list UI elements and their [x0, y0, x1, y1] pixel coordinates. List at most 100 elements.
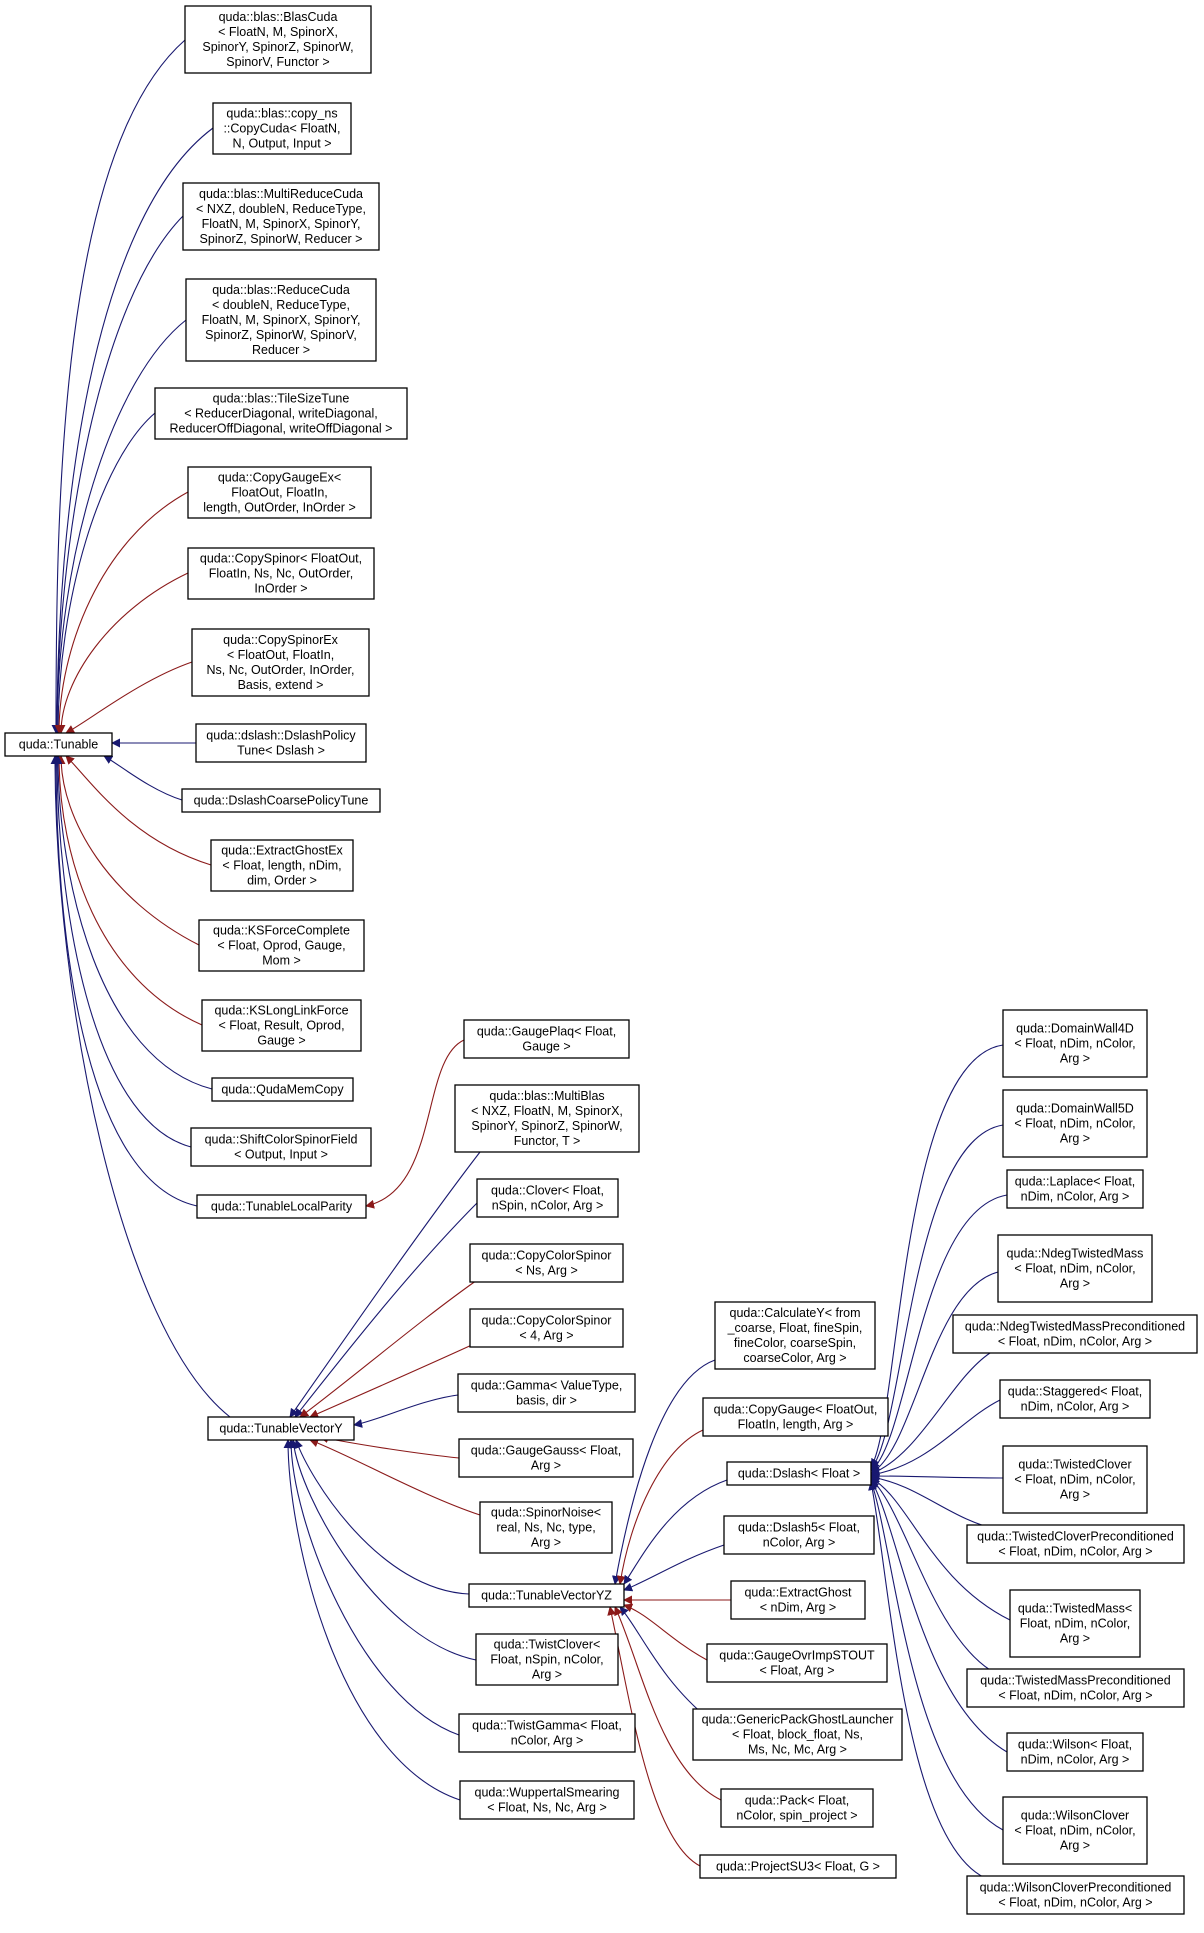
class-node-dslashcoarsepolicytune[interactable]: quda::DslashCoarsePolicyTune	[181, 788, 381, 813]
class-node-gaugeovrimpstout[interactable]: quda::GaugeOvrImpSTOUT< Float, Arg >	[706, 1643, 888, 1683]
class-node-twistgamma[interactable]: quda::TwistGamma< Float,nColor, Arg >	[458, 1713, 636, 1753]
class-node-copyspinorex[interactable]: quda::CopySpinorEx< FloatOut, FloatIn,Ns…	[191, 628, 370, 697]
class-node-tunablelocalparity[interactable]: quda::TunableLocalParity	[196, 1194, 367, 1219]
class-node-label-line: nDim, nColor, Arg >	[1021, 1190, 1130, 1204]
class-node-tunablevectoryz[interactable]: quda::TunableVectorYZ	[468, 1583, 625, 1608]
class-node-label-line: quda::NdegTwistedMassPreconditioned	[965, 1320, 1185, 1334]
class-node-label-line: basis, dir >	[516, 1394, 577, 1408]
class-node-gamma[interactable]: quda::Gamma< ValueType,basis, dir >	[457, 1373, 636, 1413]
class-node-label-line: quda::CopySpinorEx	[223, 633, 338, 647]
class-node-twistedcloverprec[interactable]: quda::TwistedCloverPreconditioned< Float…	[966, 1524, 1185, 1564]
class-node-box	[195, 723, 367, 763]
edge-gamma-to-tunablevectory	[353, 1394, 459, 1428]
class-node-box	[212, 102, 352, 155]
class-node-twistedclover[interactable]: quda::TwistedClover< Float, nDim, nColor…	[1002, 1445, 1148, 1514]
class-node-domainwall5d[interactable]: quda::DomainWall5D< Float, nDim, nColor,…	[1002, 1089, 1148, 1158]
class-node-box	[1002, 1445, 1148, 1514]
class-node-label-line: FloatIn, Ns, Nc, OutOrder,	[209, 567, 354, 581]
class-node-pack[interactable]: quda::Pack< Float,nColor, spin_project >	[720, 1788, 874, 1828]
class-node-label-line: Arg >	[531, 1536, 561, 1550]
class-node-blascuda[interactable]: quda::blas::BlasCuda< FloatN, M, SpinorX…	[184, 5, 372, 74]
class-node-copygaugeex[interactable]: quda::CopyGaugeEx<FloatOut, FloatIn,leng…	[187, 466, 372, 519]
class-node-label-line: real, Ns, Nc, type,	[496, 1521, 595, 1535]
class-node-qudamemcopy[interactable]: quda::QudaMemCopy	[211, 1077, 354, 1102]
edge-blascuda-to-tunable	[51, 39, 186, 734]
class-node-box	[185, 278, 377, 362]
class-node-spinornoise[interactable]: quda::SpinorNoise<real, Ns, Nc, type,Arg…	[479, 1501, 613, 1554]
class-node-twistedmass[interactable]: quda::TwistedMass<Float, nDim, nColor,Ar…	[1009, 1589, 1141, 1658]
class-node-box	[1006, 1732, 1144, 1772]
class-node-label-line: SpinorZ, SpinorW, SpinorV,	[205, 328, 357, 342]
class-node-box	[966, 1524, 1185, 1564]
class-node-ksforcecomplete[interactable]: quda::KSForceComplete< Float, Oprod, Gau…	[198, 919, 365, 972]
edge-twistedmass-to-dslash	[870, 1477, 1011, 1621]
edge-copyspinorex-to-tunable	[65, 661, 193, 734]
class-node-wilsoncloverprec[interactable]: quda::WilsonCloverPreconditioned< Float,…	[966, 1875, 1185, 1915]
class-node-extractghostex[interactable]: quda::ExtractGhostEx< Float, length, nDi…	[210, 839, 354, 892]
class-node-copygauge[interactable]: quda::CopyGauge< FloatOut,FloatIn, lengt…	[702, 1397, 889, 1437]
class-node-label-line: Reducer >	[252, 343, 310, 357]
class-node-copyspinor[interactable]: quda::CopySpinor< FloatOut,FloatIn, Ns, …	[187, 547, 375, 600]
class-node-box	[196, 1194, 367, 1219]
class-node-label-line: nColor, Arg >	[511, 1734, 584, 1748]
class-node-multireducecuda[interactable]: quda::blas::MultiReduceCuda< NXZ, double…	[182, 182, 380, 251]
class-node-multiblas[interactable]: quda::blas::MultiBlas< NXZ, FloatN, M, S…	[454, 1084, 640, 1153]
class-node-label-line: quda::TunableVectorYZ	[481, 1589, 612, 1603]
class-node-label-line: quda::QudaMemCopy	[221, 1083, 344, 1097]
class-node-dslash[interactable]: quda::Dslash< Float >	[726, 1461, 872, 1486]
class-node-reducecuda[interactable]: quda::blas::ReduceCuda< doubleN, ReduceT…	[185, 278, 377, 362]
class-node-label-line: < Float, nDim, nColor, Arg >	[998, 1335, 1152, 1349]
class-node-gaugegauss[interactable]: quda::GaugeGauss< Float,Arg >	[458, 1438, 634, 1478]
class-node-box	[191, 628, 370, 697]
class-node-tilesizetune[interactable]: quda::blas::TileSizeTune< ReducerDiagona…	[154, 387, 408, 440]
class-node-ndegtwistedmassprec[interactable]: quda::NdegTwistedMassPreconditioned< Flo…	[952, 1314, 1198, 1354]
class-node-tunablevectory[interactable]: quda::TunableVectorY	[207, 1416, 355, 1441]
class-node-label-line: < nDim, Arg >	[760, 1601, 836, 1615]
class-node-label-line: quda::CopyGauge< FloatOut,	[714, 1403, 878, 1417]
class-node-label-line: quda::ExtractGhost	[744, 1586, 852, 1600]
class-node-copycuda[interactable]: quda::blas::copy_ns::CopyCuda< FloatN,N,…	[212, 102, 352, 155]
class-node-label-line: Float, nDim, nColor,	[1020, 1617, 1130, 1631]
class-node-wilson[interactable]: quda::Wilson< Float,nDim, nColor, Arg >	[1006, 1732, 1144, 1772]
class-node-twistedmassprec[interactable]: quda::TwistedMassPreconditioned< Float, …	[966, 1668, 1185, 1708]
class-node-shiftcolorspinorfield[interactable]: quda::ShiftColorSpinorField< Output, Inp…	[190, 1127, 372, 1167]
edge-spinornoise-to-tunablevectory	[309, 1438, 481, 1516]
class-node-genericpackghostlauncher[interactable]: quda::GenericPackGhostLauncher< Float, b…	[692, 1708, 903, 1761]
class-node-wuppertalsmearing[interactable]: quda::WuppertalSmearing< Float, Ns, Nc, …	[459, 1780, 635, 1820]
class-node-laplace[interactable]: quda::Laplace< Float,nDim, nColor, Arg >	[1006, 1169, 1144, 1209]
class-node-copycolorspinor1[interactable]: quda::CopyColorSpinor< Ns, Arg >	[469, 1243, 624, 1283]
edge-wilsonclover-to-dslash	[869, 1480, 1004, 1831]
class-node-label-line: quda::Wilson< Float,	[1018, 1738, 1132, 1752]
class-node-label-line: quda::GaugePlaq< Float,	[477, 1025, 616, 1039]
class-node-kslonglinkforce[interactable]: quda::KSLongLinkForce< Float, Result, Op…	[201, 999, 362, 1052]
class-node-twistclover[interactable]: quda::TwistClover<Float, nSpin, nColor,A…	[475, 1633, 619, 1686]
class-node-projectsu3[interactable]: quda::ProjectSU3< Float, G >	[699, 1854, 897, 1879]
class-node-box	[699, 1854, 897, 1879]
class-node-dslash5[interactable]: quda::Dslash5< Float,nColor, Arg >	[723, 1515, 875, 1555]
class-node-extractghost[interactable]: quda::ExtractGhost< nDim, Arg >	[730, 1580, 866, 1620]
class-node-clover[interactable]: quda::Clover< Float,nSpin, nColor, Arg >	[476, 1178, 619, 1218]
class-node-copycolorspinor2[interactable]: quda::CopyColorSpinor< 4, Arg >	[469, 1308, 624, 1348]
class-node-ndegtwistedmass[interactable]: quda::NdegTwistedMass< Float, nDim, nCol…	[997, 1234, 1153, 1303]
class-node-tunable[interactable]: quda::Tunable	[4, 732, 113, 757]
class-node-label-line: quda::CalculateY< from	[730, 1306, 861, 1320]
class-node-staggered[interactable]: quda::Staggered< Float,nDim, nColor, Arg…	[999, 1379, 1151, 1419]
class-node-label-line: quda::CopyGaugeEx<	[218, 471, 341, 485]
class-node-label-line: quda::blas::MultiReduceCuda	[199, 187, 363, 201]
class-node-domainwall4d[interactable]: quda::DomainWall4D< Float, nDim, nColor,…	[1002, 1009, 1148, 1078]
edge-ndegtwistedmass-to-dslash	[870, 1271, 999, 1474]
class-node-box	[1009, 1589, 1141, 1658]
class-node-label-line: fineColor, coarseSpin,	[734, 1336, 856, 1350]
class-node-label-line: FloatN, M, SpinorX, SpinorY,	[202, 217, 361, 231]
class-node-calculatey[interactable]: quda::CalculateY< from_coarse, Float, fi…	[714, 1301, 876, 1370]
class-node-label-line: quda::GaugeOvrImpSTOUT	[719, 1649, 875, 1663]
class-node-label-line: Functor, T >	[514, 1134, 581, 1148]
class-node-box	[1006, 1169, 1144, 1209]
class-node-gaugeplaq[interactable]: quda::GaugePlaq< Float,Gauge >	[463, 1019, 630, 1059]
class-node-wilsonclover[interactable]: quda::WilsonClover< Float, nDim, nColor,…	[1002, 1796, 1148, 1865]
class-node-label-line: ReducerOffDiagonal, writeOffDiagonal >	[170, 422, 393, 436]
class-node-box	[459, 1780, 635, 1820]
edge-clover-to-tunablevectory	[294, 1199, 481, 1418]
